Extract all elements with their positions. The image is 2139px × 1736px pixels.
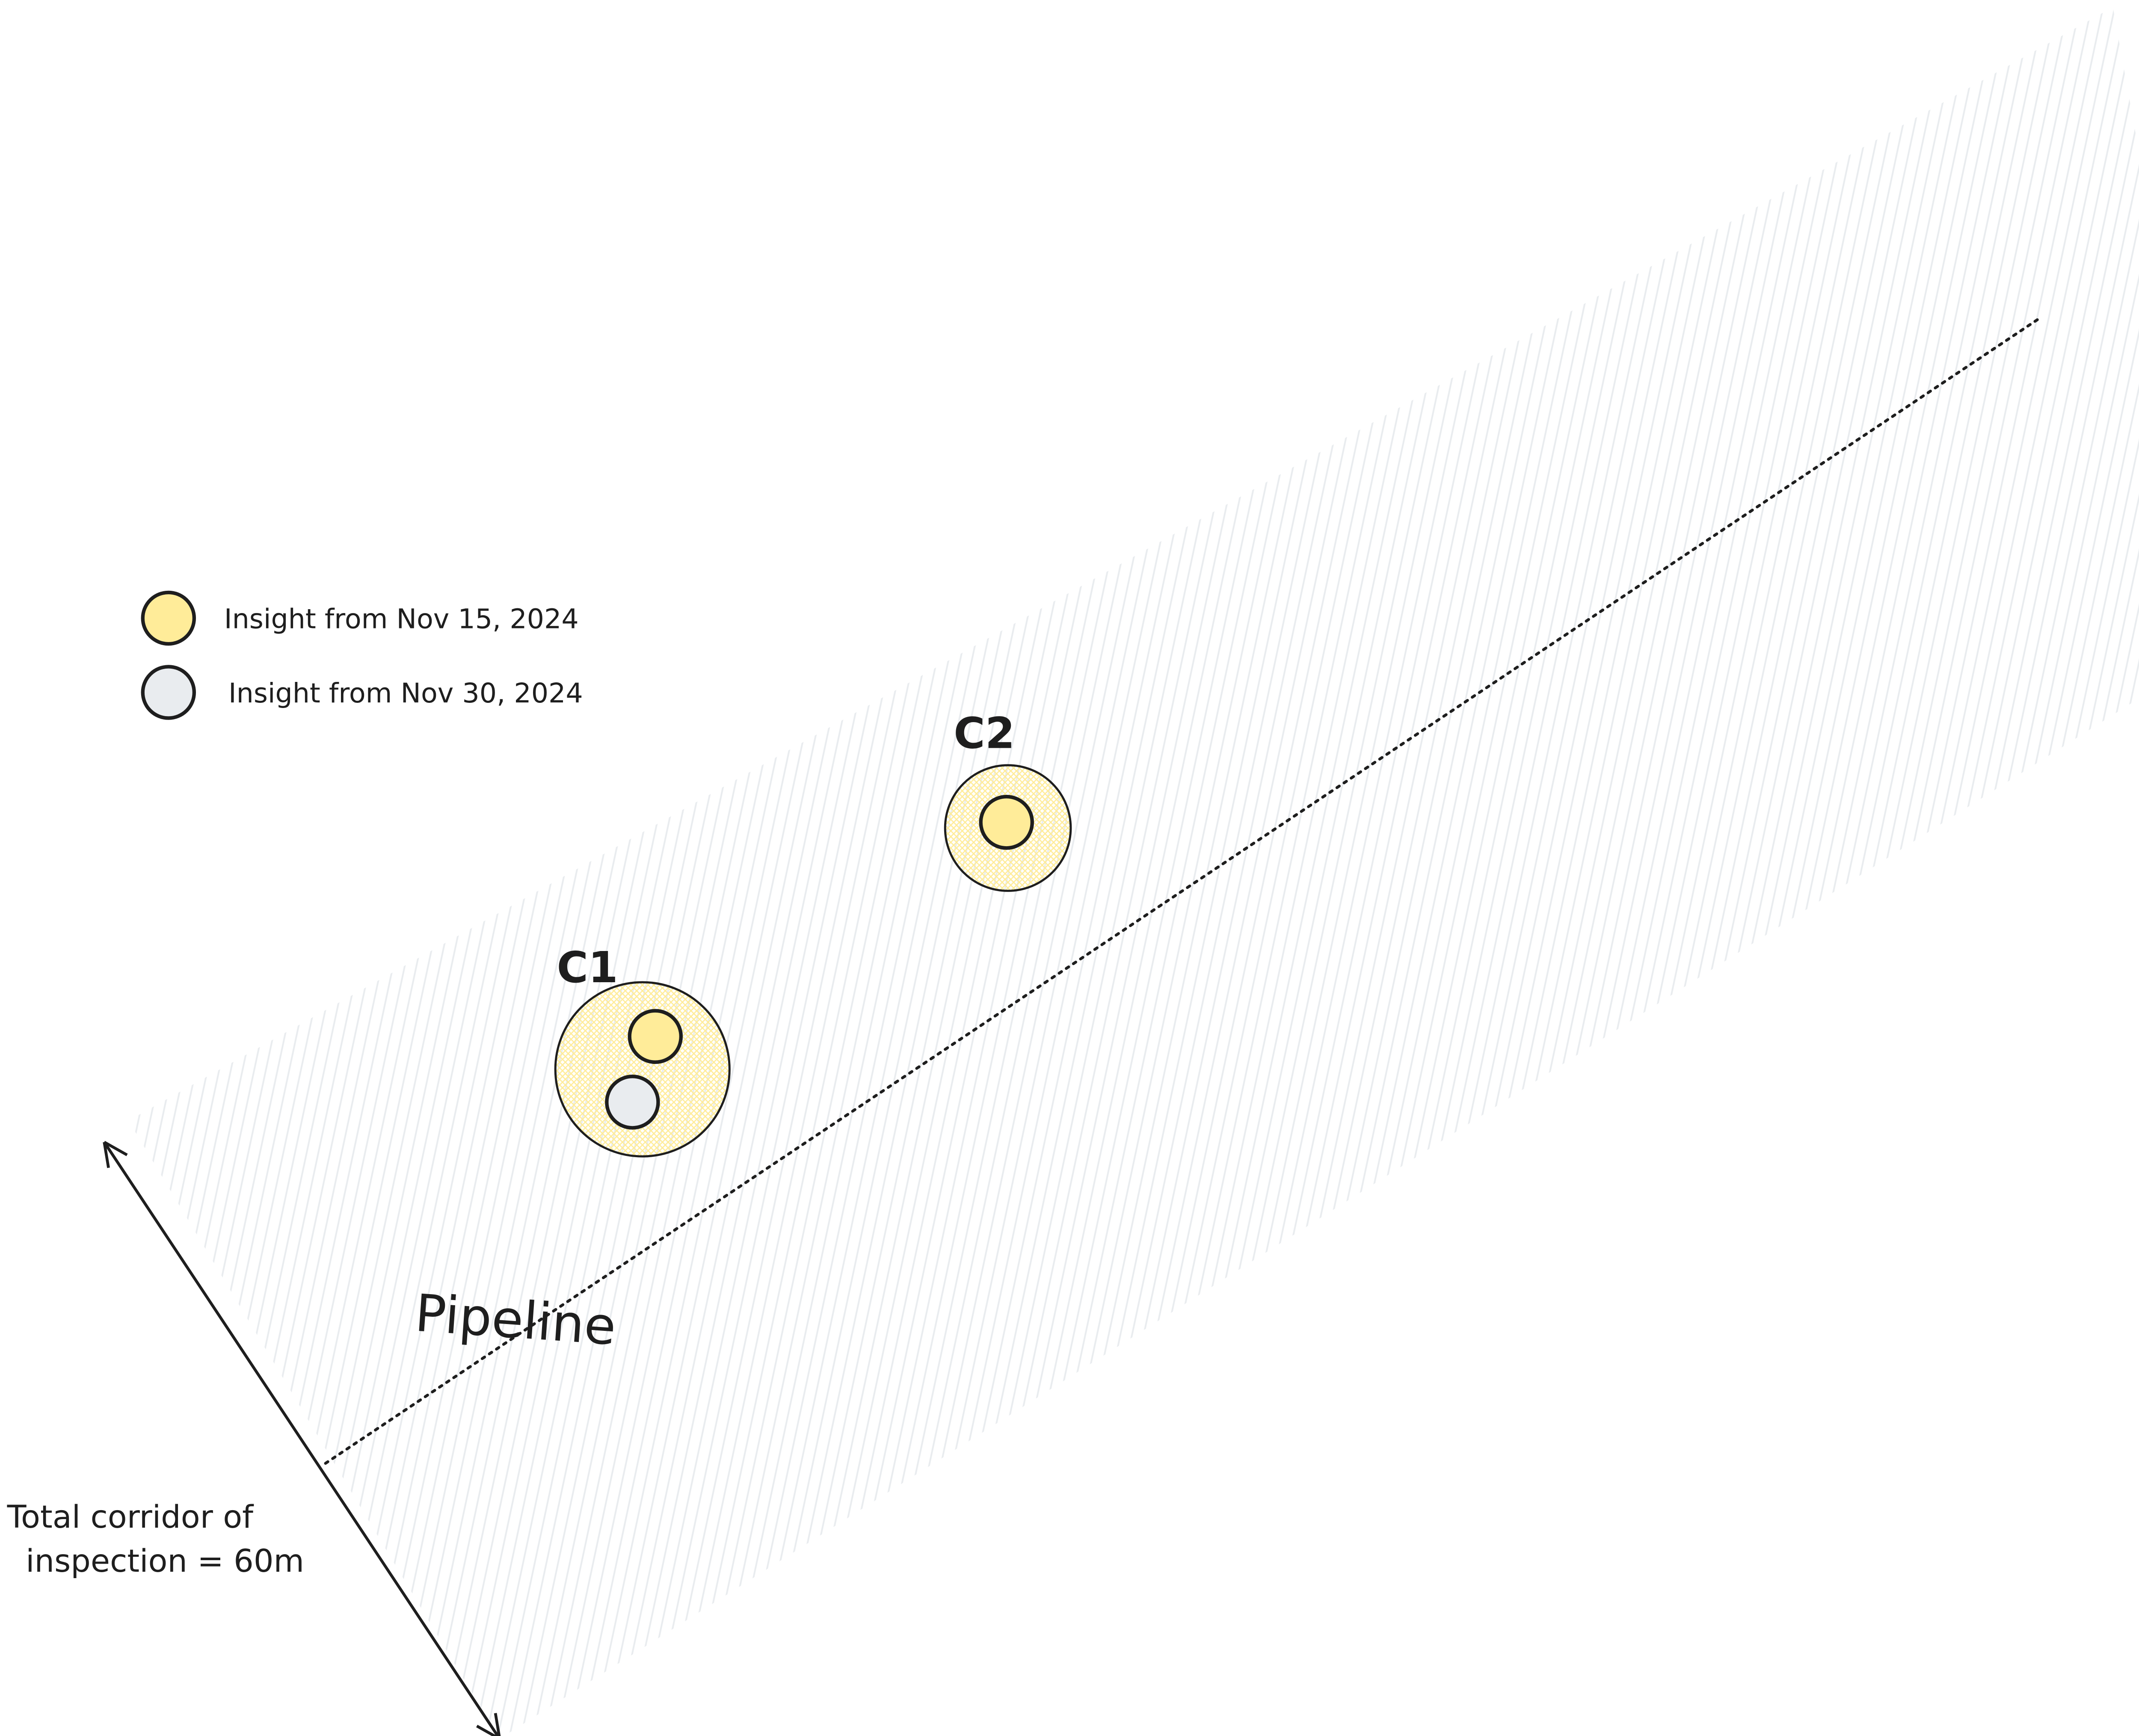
- cluster-label-c2: C2: [954, 708, 1015, 758]
- corridor-width-arrow: [103, 1141, 501, 1736]
- legend-grey-dot: [141, 665, 196, 720]
- legend-label-nov30: Insight from Nov 30, 2024: [228, 677, 583, 709]
- legend-label-nov15: Insight from Nov 15, 2024: [224, 603, 579, 634]
- corridor-label-line1: Total corridor of: [7, 1499, 254, 1535]
- corridor-label-line2: inspection = 60m: [26, 1543, 304, 1579]
- legend-yellow-dot: [141, 590, 196, 646]
- c1-insight-nov30: [605, 1075, 660, 1130]
- inspection-corridor: [128, 7, 2139, 1736]
- pipeline-label: Pipeline: [413, 1283, 618, 1357]
- c2-insight-nov15: [979, 794, 1034, 850]
- cluster-c1-area: [554, 981, 731, 1158]
- cluster-label-c1: C1: [557, 942, 618, 992]
- c1-insight-nov15: [628, 1009, 683, 1064]
- pipeline-line: [324, 315, 2043, 1465]
